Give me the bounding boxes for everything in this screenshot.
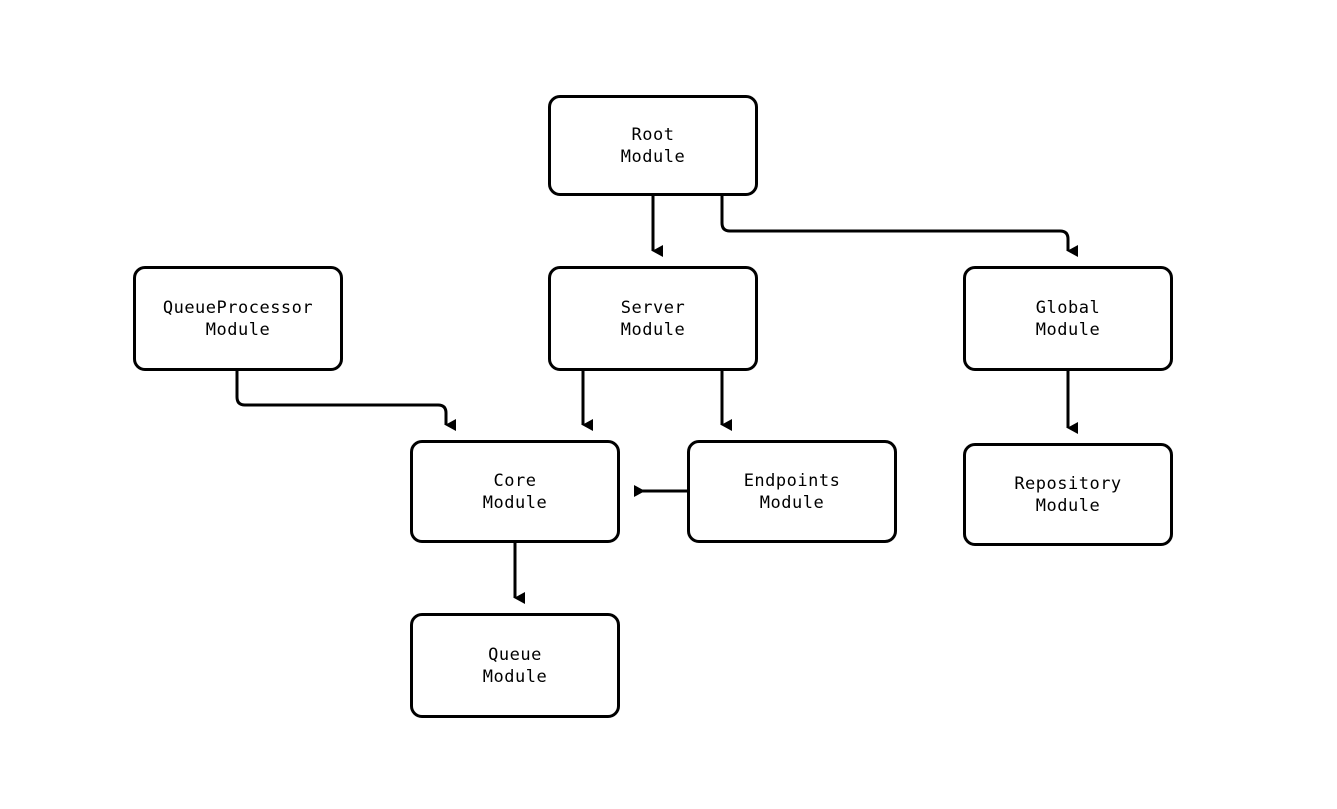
node-core-module-line2: Module xyxy=(482,492,548,513)
edge-queueprocessor-to-core xyxy=(235,371,456,431)
node-root-module[interactable]: Root Module xyxy=(548,95,758,196)
node-queueprocessor-module-line1: QueueProcessor xyxy=(162,297,314,318)
node-queueprocessor-module-line2: Module xyxy=(205,319,271,340)
node-core-module-line1: Core xyxy=(493,470,537,491)
node-repository-module-line2: Module xyxy=(1035,495,1101,516)
edge-root-to-global xyxy=(720,196,1078,257)
node-endpoints-module-line1: Endpoints xyxy=(743,470,841,491)
node-queue-module[interactable]: Queue Module xyxy=(410,613,620,718)
node-queue-module-line1: Queue xyxy=(488,644,542,665)
node-server-module[interactable]: Server Module xyxy=(548,266,758,371)
node-server-module-line1: Server xyxy=(620,297,686,318)
node-global-module-line1: Global xyxy=(1035,297,1101,318)
node-core-module[interactable]: Core Module xyxy=(410,440,620,543)
node-root-module-line2: Module xyxy=(620,146,686,167)
node-repository-module[interactable]: Repository Module xyxy=(963,443,1173,546)
node-global-module[interactable]: Global Module xyxy=(963,266,1173,371)
node-root-module-line1: Root xyxy=(631,124,675,145)
node-endpoints-module-line2: Module xyxy=(759,492,825,513)
node-queueprocessor-module[interactable]: QueueProcessor Module xyxy=(133,266,343,371)
node-endpoints-module[interactable]: Endpoints Module xyxy=(687,440,897,543)
node-server-module-line2: Module xyxy=(620,319,686,340)
node-global-module-line2: Module xyxy=(1035,319,1101,340)
node-queue-module-line2: Module xyxy=(482,666,548,687)
node-repository-module-line1: Repository xyxy=(1014,473,1122,494)
